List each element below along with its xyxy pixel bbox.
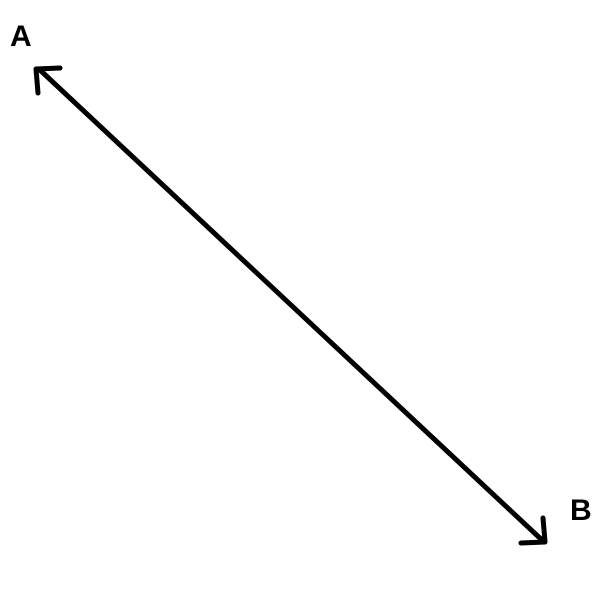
arrowhead-b-icon <box>518 515 548 546</box>
arrowhead-a-icon <box>33 65 63 96</box>
line-segment-ab <box>37 67 546 544</box>
point-label-a: A <box>10 20 32 53</box>
point-label-b: B <box>570 494 592 527</box>
